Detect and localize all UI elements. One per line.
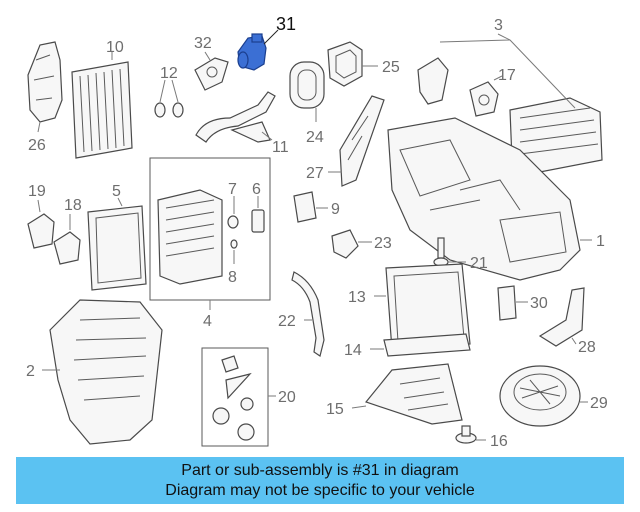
part-8-oring	[230, 239, 238, 264]
callout-14: 14	[344, 342, 362, 359]
callout-25: 25	[382, 59, 400, 76]
part-9-sensor	[293, 191, 328, 223]
callout-28: 28	[578, 339, 596, 356]
part-12-orings	[154, 79, 184, 118]
part-31-highlighted	[237, 29, 279, 71]
callout-32: 32	[194, 35, 212, 52]
banner-line-2: Diagram may not be specific to your vehi…	[165, 481, 475, 499]
callout-24: 24	[306, 129, 324, 146]
callout-11: 11	[272, 139, 289, 156]
banner-line-1: Part or sub-assembly is #31 in diagram	[181, 461, 459, 479]
callout-2: 2	[26, 363, 35, 380]
callout-17: 17	[498, 67, 516, 84]
part-26-bracket	[27, 41, 63, 133]
callout-18: 18	[64, 197, 82, 214]
callout-23: 23	[374, 235, 392, 252]
part-25-seal	[327, 41, 378, 87]
callout-21: 21	[470, 255, 488, 272]
part-24-seal	[289, 61, 325, 122]
parts-diagram: 1 2 3 4 5 6 7 8 9 10 11 12 13 14 15 16 1…	[26, 14, 608, 450]
callout-30: 30	[530, 295, 548, 312]
callout-19: 19	[28, 183, 46, 200]
callout-1: 1	[596, 233, 605, 250]
part-20-kit	[201, 347, 276, 447]
part-18-actuator	[53, 214, 81, 265]
part-28-bracket	[538, 287, 585, 347]
info-banner: Part or sub-assembly is #31 in diagram D…	[16, 457, 624, 504]
callout-4: 4	[203, 313, 212, 330]
part-10-heater-core	[71, 52, 133, 159]
part-30-clip	[497, 285, 528, 321]
part-19-actuator	[27, 199, 55, 249]
part-2-lower-housing	[42, 299, 163, 445]
callout-29: 29	[590, 395, 608, 412]
part-23-sensor	[331, 229, 372, 259]
callout-6: 6	[252, 181, 261, 198]
part-17-actuator	[469, 75, 503, 117]
part-3-bracket	[417, 57, 449, 105]
part-5-panel	[87, 197, 147, 291]
callout-13: 13	[348, 289, 366, 306]
callout-labels: 1 2 3 4 5 6 7 8 9 10 11 12 13 14 15 16 1…	[26, 14, 608, 450]
callout-12: 12	[160, 65, 178, 82]
part-11-pipes	[195, 91, 276, 143]
callout-10: 10	[106, 39, 124, 56]
callout-27: 27	[306, 165, 324, 182]
callout-15: 15	[326, 401, 344, 418]
callout-3: 3	[494, 17, 503, 34]
part-22-hose	[291, 271, 325, 357]
part-16-bolt	[455, 425, 486, 444]
part-29-blower-motor	[499, 365, 588, 427]
callout-9: 9	[331, 201, 340, 218]
part-6-valve	[251, 196, 265, 233]
part-4-evaporator-box	[149, 157, 271, 310]
callout-7: 7	[228, 181, 237, 198]
callout-5: 5	[112, 183, 121, 200]
part-15-cover	[351, 363, 463, 425]
callout-31: 31	[276, 14, 296, 34]
part-7-oring	[227, 196, 239, 229]
callout-26: 26	[28, 137, 46, 154]
callout-22: 22	[278, 313, 296, 330]
callout-16: 16	[490, 433, 508, 450]
part-1-main-housing	[387, 117, 592, 281]
part-32-valve	[194, 51, 229, 91]
callout-20: 20	[278, 389, 296, 406]
callout-8: 8	[228, 269, 237, 286]
part-27-support	[328, 95, 385, 187]
part-14-seal	[370, 333, 471, 357]
